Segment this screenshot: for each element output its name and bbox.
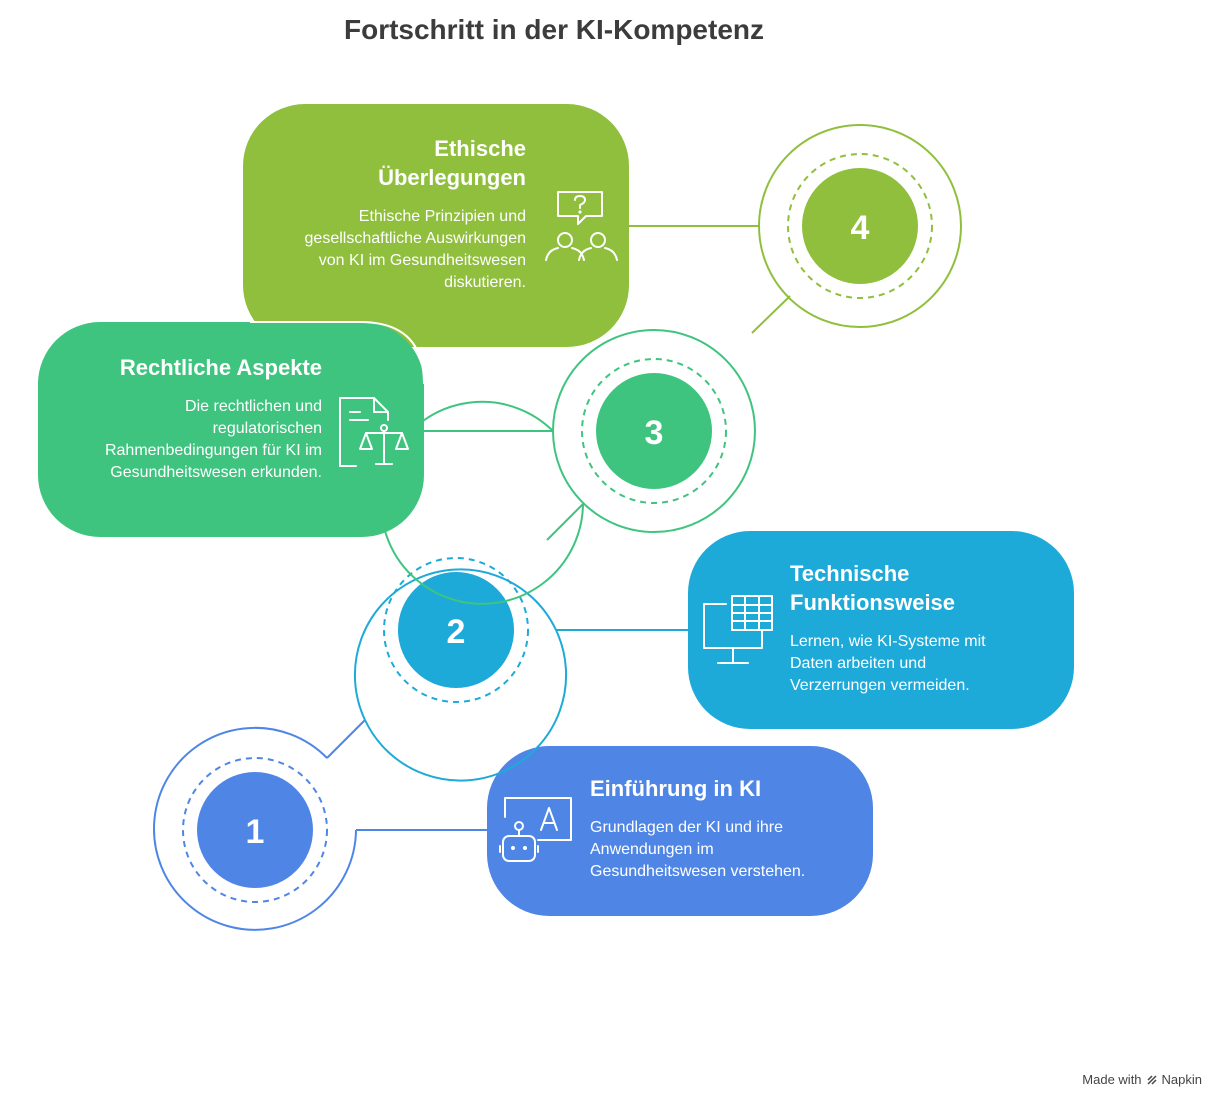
card-4-background [243, 104, 629, 347]
step-4-marker: 4 [758, 124, 962, 328]
step-1-marker: 1 [153, 726, 357, 931]
step-3-number: 3 [645, 414, 664, 452]
connector-3-4 [751, 295, 791, 334]
card-3-background [38, 322, 424, 537]
footer-brand: Napkin [1161, 1072, 1202, 1087]
legal-scale-icon [339, 397, 409, 467]
card-overlap-outline [250, 321, 425, 385]
card-1-title: Einführung in KI [590, 776, 762, 801]
card-1-description: Grundlagen der KI und ihre Anwendungen i… [590, 819, 806, 880]
step-2-number: 2 [447, 613, 466, 651]
card-4-title: Ethische Überlegungen [378, 136, 526, 190]
footer-prefix: Made with [1082, 1072, 1142, 1087]
card-2-title: Technische Funktionsweise [790, 561, 956, 615]
connector-1-2 [326, 719, 366, 759]
monitor-table-icon [703, 595, 773, 664]
diagram-title: Fortschritt in der KI-Kompetenz [343, 14, 764, 45]
card-2-background [688, 531, 1074, 729]
card-2-description: Lernen, wie KI-Systeme mit Daten arbeite… [790, 633, 986, 694]
card-1-text: Einführung in KI Grundlagen der KI und i… [590, 774, 850, 883]
card-3-title: Rechtliche Aspekte [119, 355, 322, 380]
card-3-description: Die rechtlichen und regulatorischen Rahm… [104, 398, 322, 481]
step-4-number: 4 [851, 209, 870, 247]
step-1-number: 1 [246, 813, 265, 851]
card-4-description: Ethische Prinzipien und gesellschaftlich… [304, 208, 526, 291]
discussion-people-icon [545, 191, 618, 261]
ai-robot-icon [499, 797, 572, 862]
step-2-marker: 2 [354, 557, 567, 782]
napkin-logo-icon [1147, 1074, 1157, 1085]
connector-2-3 [546, 503, 584, 541]
card-1-background [487, 746, 873, 916]
card-2-text: Technische Funktionsweise Lernen, wie KI… [790, 559, 1022, 697]
card-4-text: Ethische Überlegungen Ethische Prinzipie… [300, 134, 526, 294]
card-3-text: Rechtliche Aspekte Die rechtlichen und r… [90, 353, 322, 484]
step-3-marker: 3 [380, 329, 756, 605]
footer-credit: Made with Napkin [1082, 1072, 1202, 1087]
